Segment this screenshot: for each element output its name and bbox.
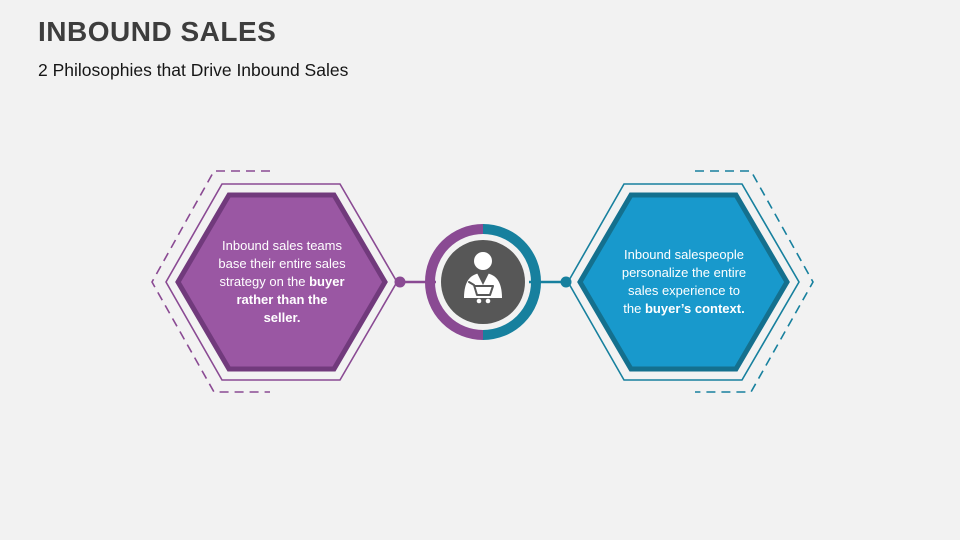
left-hexagon-text-bold: buyer rather than the seller.	[236, 274, 345, 325]
person-with-shopping-cart-icon	[464, 252, 502, 304]
right-hexagon-text-bold: buyer’s context.	[644, 300, 745, 316]
left-connector-dot	[394, 276, 406, 288]
center-badge	[425, 224, 541, 340]
ring-left-half	[425, 224, 484, 340]
slide-title: INBOUND SALES	[38, 16, 277, 47]
right-connector-dot	[560, 276, 572, 288]
right-hexagon-shape	[529, 170, 814, 393]
right-hexagon-text: Inbound salespeople personalize the enti…	[598, 198, 770, 366]
right-hexagon-text-normal: Inbound salespeople personalize the enti…	[621, 247, 747, 316]
left-hexagon-shape	[151, 170, 436, 393]
slide-subtitle: 2 Philosophies that Drive Inbound Sales	[38, 60, 349, 80]
left-hexagon-text: Inbound sales teams base their entire sa…	[196, 198, 368, 366]
ring-right-half	[482, 224, 541, 340]
left-hexagon-text-normal: Inbound sales teams base their entire sa…	[218, 238, 346, 290]
